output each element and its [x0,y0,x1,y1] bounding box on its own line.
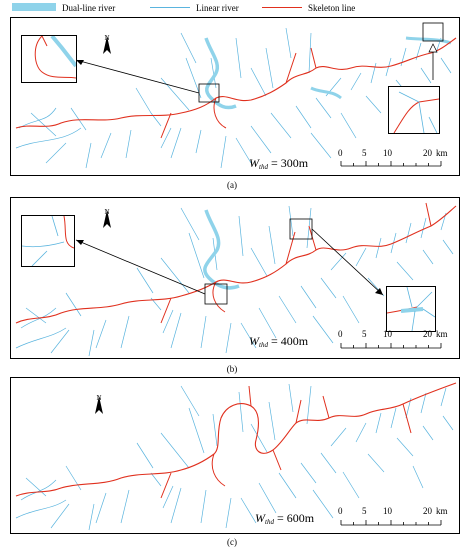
linear-river-swatch [150,7,190,8]
map-panel-c: N Wthd = 600m 0 5 10 20 km [10,377,460,534]
dual-line-river-b [203,209,240,290]
skeleton-line-swatch [262,7,302,8]
leader-arrow-a-1 [75,59,200,94]
leader-arrowhead-b-1 [76,240,84,245]
legend-dual-line-label: Dual-line river [62,3,116,13]
map-b-canvas [15,202,457,357]
leader-arrowhead-b-2 [375,288,383,295]
wthd-value-b: = 400m [270,334,309,348]
wthd-symbol-a: W [249,156,259,170]
skeleton-branches-c [160,385,412,499]
legend-skeleton-label: Skeleton line [308,3,356,13]
skeleton-line-b [15,205,457,324]
inset-zoom-a-right [388,86,440,134]
wthd-label-b: Wthd = 400m [249,334,308,349]
legend-linear-label: Linear river [196,3,239,13]
scale-bar-b [340,343,442,349]
linear-river-network-a [15,27,452,169]
leader-arrow-b-2 [311,228,384,296]
dual-line-river-a2 [310,86,342,100]
north-arrow-b [103,210,111,228]
skeleton-line-c [15,382,457,497]
wthd-sub-c: thd [265,518,274,526]
map-a-canvas [15,22,457,169]
wthd-label-a: Wthd = 300m [249,156,308,171]
zoom-box-a-2 [422,22,444,42]
wthd-symbol-b: W [249,334,259,348]
legend: Dual-line river Linear river Skeleton li… [0,0,464,18]
leader-arrow-b-1 [75,239,206,295]
scale-labels-a: 0 5 10 20 km [338,148,448,158]
map-c-canvas [15,382,457,531]
scale-labels-b: 0 5 10 20 km [338,329,448,339]
dual-line-river-a [204,37,237,110]
caption-c: (c) [227,537,237,547]
inset-zoom-b-left [21,215,75,267]
north-arrow-c [95,396,103,414]
map-panel-b: N Wthd = 400m 0 5 10 20 km [10,197,460,359]
caption-b: (b) [226,364,238,374]
scale-labels-c: 0 5 10 20 km [338,506,448,516]
north-label-a: N [104,34,110,42]
scale-bar-c [340,520,442,526]
north-label-b: N [104,208,110,216]
skeleton-branches-b [160,202,432,324]
leader-arrowhead-a-1 [76,60,84,65]
wthd-sub-b: thd [259,341,268,349]
skeleton-line-a [15,37,457,129]
north-label-c: N [96,394,102,402]
wthd-sub-a: thd [259,163,268,171]
wthd-symbol-c: W [255,511,265,525]
inset-zoom-a-left [21,35,77,83]
dual-line-river-a3 [405,36,452,45]
inset-zoom-b-right [386,286,436,332]
linear-river-network-c [15,383,454,531]
wthd-label-c: Wthd = 600m [255,511,314,526]
caption-a: (a) [227,180,237,190]
scale-bar-a [340,161,442,167]
north-arrow-a [103,36,111,54]
leader-arrowhead-a-2 [428,43,438,53]
wthd-value-c: = 600m [276,511,315,525]
map-panel-a: N Wthd = 300m 0 5 10 20 km [10,17,460,176]
skeleton-branches-a [160,47,317,139]
dual-line-river-swatch [12,3,56,11]
wthd-value-a: = 300m [270,156,309,170]
